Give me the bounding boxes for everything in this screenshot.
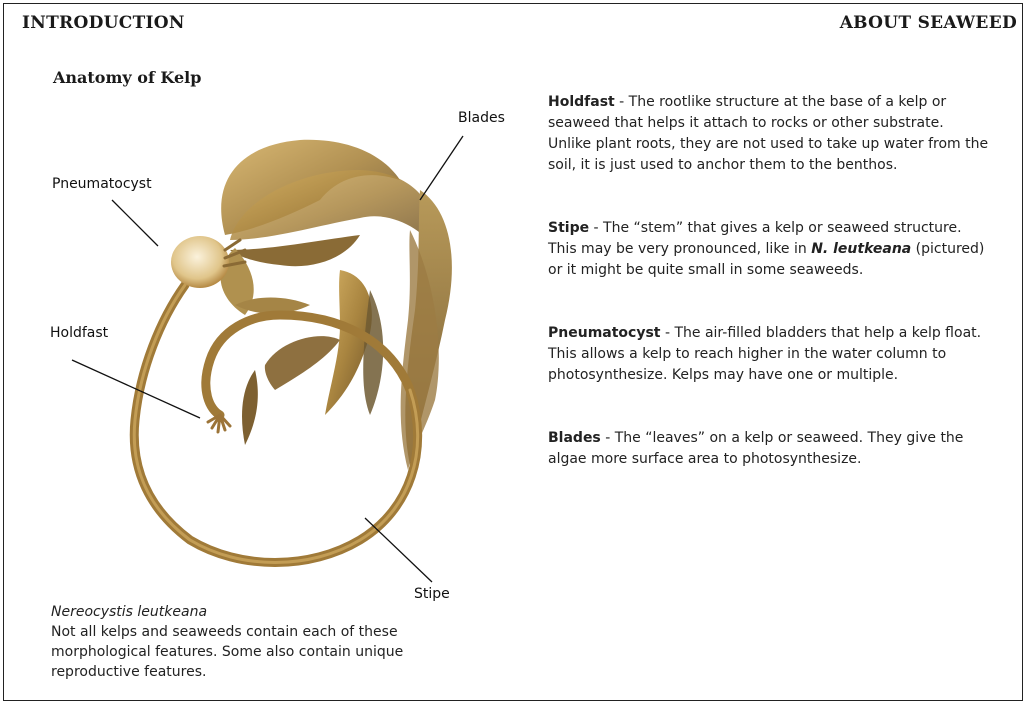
definition-holdfast: Holdfast - The rootlike structure at the… (548, 92, 990, 176)
definition-stipe: Stipe - The “stem” that gives a kelp or … (548, 218, 990, 281)
kelp-blade (242, 370, 258, 445)
section-header-introduction: INTRODUCTION (22, 13, 185, 33)
term-stipe: Stipe (548, 220, 589, 236)
definitions-list: Holdfast - The rootlike structure at the… (548, 92, 990, 512)
term-blades: Blades (548, 430, 601, 446)
kelp-blade (265, 336, 340, 390)
figure-caption: Nereocystis leutkeana Not all kelps and … (51, 602, 496, 682)
section-header-about-seaweed: ABOUT SEAWEED (840, 13, 1017, 33)
kelp-blade (230, 235, 360, 266)
species-abbreviation: N. leutkeana (811, 241, 911, 257)
kelp-holdfast (208, 415, 230, 432)
definition-blades: Blades - The “leaves” on a kelp or seawe… (548, 428, 990, 470)
term-pneumatocyst: Pneumatocyst (548, 325, 661, 341)
kelp-pneumatocyst (171, 236, 229, 288)
callout-line-stipe (365, 518, 432, 582)
callout-line-pneumatocyst (112, 200, 158, 246)
definition-text: - The “leaves” on a kelp or seaweed. The… (548, 430, 963, 467)
term-holdfast: Holdfast (548, 94, 615, 110)
definition-text: - The rootlike structure at the base of … (548, 94, 988, 173)
callout-line-blades (420, 136, 463, 200)
label-holdfast: Holdfast (50, 325, 108, 341)
definition-pneumatocyst: Pneumatocyst - The air-filled bladders t… (548, 323, 990, 386)
page-title: Anatomy of Kelp (53, 68, 201, 87)
label-blades: Blades (458, 110, 505, 126)
label-pneumatocyst: Pneumatocyst (52, 176, 152, 192)
caption-text: Not all kelps and seaweeds contain each … (51, 624, 403, 680)
label-stipe: Stipe (414, 586, 450, 602)
caption-species: Nereocystis leutkeana (51, 602, 496, 622)
kelp-illustration (40, 100, 510, 600)
